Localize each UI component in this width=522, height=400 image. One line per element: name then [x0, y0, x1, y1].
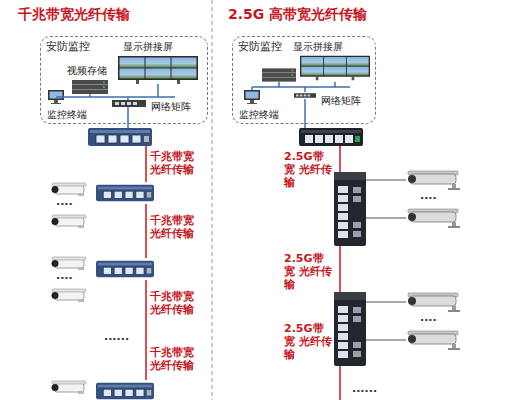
industrial-switch: [334, 292, 366, 366]
device-label: 监控终端: [47, 109, 87, 121]
device-label: 显示拼接屏: [123, 41, 173, 53]
camera-cable: [366, 340, 406, 341]
lan-drop: [278, 82, 280, 87]
fiber-link: [145, 146, 147, 182]
fiber-link: [339, 366, 341, 400]
lan-bus: [56, 96, 175, 98]
ellipsis-mark: ......: [104, 330, 129, 343]
fiber-link: [145, 204, 147, 258]
uplink: [127, 107, 129, 128]
group-box: 安防监控显示拼接屏网络矩阵监控终端: [232, 36, 376, 124]
link-label: 2.5G带宽 光纤传输: [284, 322, 332, 362]
gigabit-switch: [96, 185, 154, 201]
link-label: 2.5G带宽 光纤传输: [284, 252, 332, 292]
camera-cable: [366, 180, 406, 181]
link-label: 千兆带宽 光纤传输: [150, 290, 198, 316]
camera-cable: [366, 302, 406, 303]
link-label: 千兆带宽 光纤传输: [150, 214, 198, 240]
device-label: 网络矩阵: [321, 95, 361, 107]
video-storage: [72, 80, 108, 94]
lan-drop: [334, 82, 336, 87]
box-camera: [408, 209, 460, 228]
gigabit-switch: [96, 261, 154, 277]
device-label: 网络矩阵: [151, 101, 191, 113]
lan-drop: [251, 87, 253, 90]
ellipsis-mark: ......: [352, 382, 377, 395]
bullet-camera: [52, 183, 87, 196]
node-text: 显示拼接屏: [123, 41, 173, 53]
monitor-terminal: [244, 90, 260, 104]
node-text: 监控终端: [47, 109, 87, 121]
ellipsis-mark: ····: [56, 198, 73, 211]
link-label: 千兆带宽 光纤传输: [150, 346, 198, 372]
node-text: 视频存储: [67, 65, 107, 77]
node-text: 监控终端: [239, 109, 279, 121]
ellipsis-mark: ····: [420, 314, 437, 327]
device-label: 监控终端: [239, 109, 279, 121]
lan-drop: [127, 97, 129, 100]
network-matrix: [112, 100, 146, 107]
panel-divider: [212, 0, 213, 400]
ellipsis-mark: ····: [420, 192, 437, 205]
node-text: 网络矩阵: [321, 95, 361, 107]
link-label: 2.5G带宽 光纤传输: [284, 150, 332, 190]
bullet-camera: [52, 289, 87, 302]
node-text: 网络矩阵: [151, 101, 191, 113]
industrial-switch: [334, 172, 366, 246]
video-storage: [262, 68, 296, 81]
lan-drop: [89, 94, 91, 97]
device-label: 显示拼接屏: [293, 41, 343, 53]
fiber-link: [339, 246, 341, 292]
gigabit-switch: [96, 383, 154, 399]
panel-title: 千兆带宽光纤传输: [18, 6, 130, 23]
video-wall: [300, 56, 370, 81]
fiber-link: [339, 146, 341, 172]
node-text: 显示拼接屏: [293, 41, 343, 53]
lan-drop: [304, 87, 306, 92]
bullet-camera: [52, 257, 87, 270]
device-label: 视频存储: [67, 65, 107, 77]
camera-cable: [366, 218, 406, 219]
lan-drop: [157, 84, 159, 97]
fiber-link: [145, 280, 147, 380]
panel-title: 2.5G 高带宽光纤传输: [228, 6, 367, 23]
video-wall: [118, 56, 198, 84]
box-camera: [408, 293, 460, 312]
box-camera: [408, 171, 460, 190]
box-camera: [408, 331, 460, 350]
bullet-camera: [52, 215, 87, 228]
gigabit-switch: [88, 128, 152, 146]
2-5g-switch: [299, 128, 363, 146]
network-matrix: [294, 93, 316, 98]
bullet-camera: [52, 381, 87, 394]
group-box: 安防监控显示拼接屏视频存储网络矩阵监控终端: [40, 36, 208, 124]
ellipsis-mark: ····: [56, 272, 73, 285]
link-label: 千兆带宽 光纤传输: [150, 150, 198, 176]
camera-cables: [366, 180, 406, 340]
